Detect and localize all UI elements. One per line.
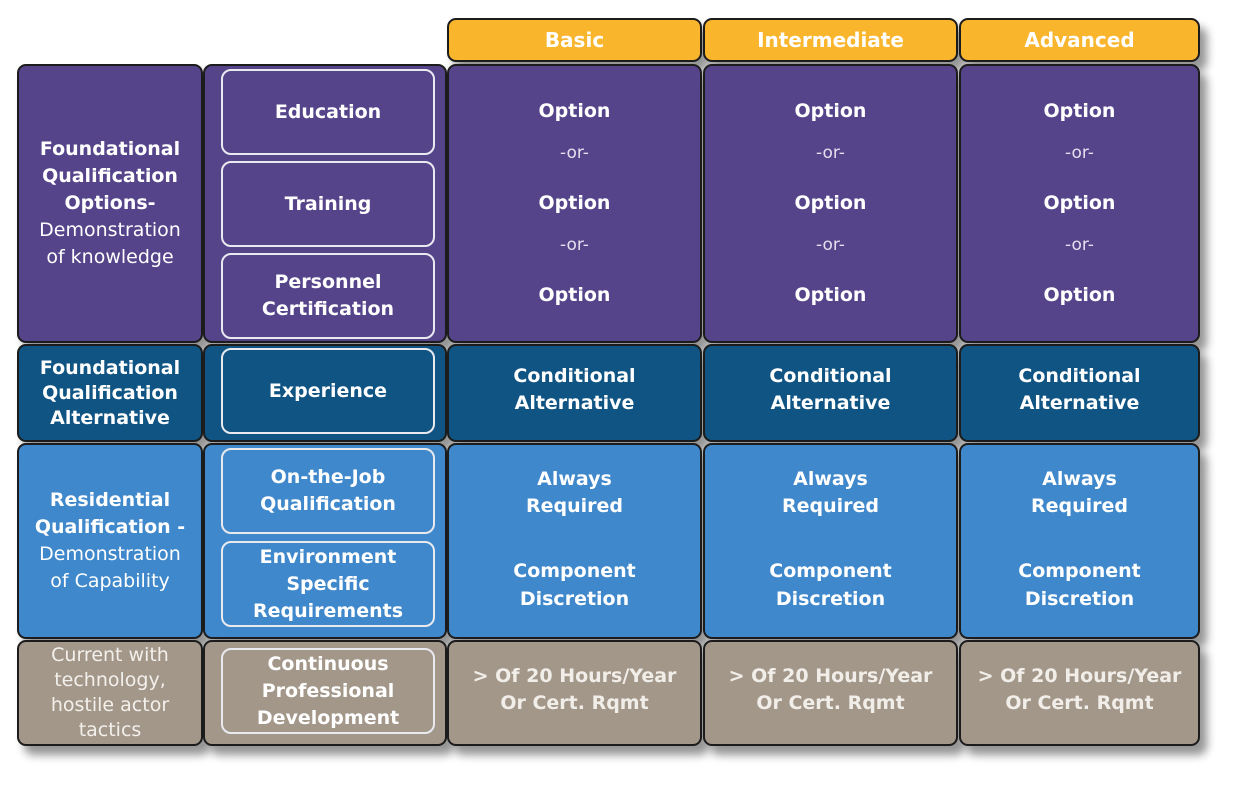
cell-foundational-intermediate: Option -or- Option -or- Option [703,64,958,343]
cell-text: Component [769,560,892,582]
option-text: Option [1043,192,1116,214]
cell-residential-basic: Always Required Component Discretion [447,443,702,639]
category-desc-line: hostile actor [50,694,170,716]
category-current: Current with technology, hostile actor t… [17,640,203,746]
category-foundational-options: Foundational Qualification Options- Demo… [17,64,203,343]
cell-text: > Of 20 Hours/Year [472,665,677,687]
sub-items-foundational: Education Training Personnel Certificati… [203,64,447,343]
sub-items-residential: On-the-Job Qualification Environment Spe… [203,443,447,639]
category-title-line: Options- [64,192,156,214]
level-header-basic: Basic [447,18,702,62]
category-title-line: Qualification [42,381,178,404]
cell-text: Always [793,468,868,490]
option-text: Option [794,192,867,214]
category-title-line: Residential [49,489,171,511]
category-title-line: Foundational [39,356,181,379]
cell-text: Required [525,495,623,517]
cell-text: Discretion [1024,588,1135,610]
cell-text: Conditional [769,365,892,387]
cell-text: Discretion [775,588,886,610]
cell-text: Discretion [519,588,630,610]
cell-text: Component [513,560,636,582]
or-text: -or- [560,143,589,163]
cell-current-basic: > Of 20 Hours/Year Or Cert. Rqmt [447,640,702,746]
sub-item-on-the-job-qualification: On-the-Job Qualification [221,448,435,534]
cell-current-intermediate: > Of 20 Hours/Year Or Cert. Rqmt [703,640,958,746]
cell-text: Alternative [1019,392,1140,414]
option-text: Option [1043,100,1116,122]
category-title-line: Foundational [39,138,181,160]
cell-text: Alternative [514,392,635,414]
cell-text: Conditional [513,365,636,387]
category-title-line: Qualification [42,165,178,187]
cell-text: > Of 20 Hours/Year [977,665,1182,687]
category-desc-line: technology, [54,669,166,691]
or-text: -or- [1065,143,1094,163]
category-foundational-alternative: Foundational Qualification Alternative [17,344,203,442]
cell-text: Required [1030,495,1128,517]
option-text: Option [538,100,611,122]
cell-text: Component [1018,560,1141,582]
sub-item-personnel-certification: Personnel Certification [221,253,435,339]
category-desc-line: tactics [78,719,142,741]
category-title-line: Qualification - [34,516,186,538]
cell-text: Conditional [1018,365,1141,387]
cell-text: Always [1042,468,1117,490]
cell-text: Or Cert. Rqmt [500,692,649,714]
level-header-advanced: Advanced [959,18,1200,62]
or-text: -or- [816,143,845,163]
option-text: Option [538,284,611,306]
sub-item-environment-specific-requirements: Environment Specific Requirements [221,541,435,627]
sub-item-training: Training [221,161,435,247]
category-desc-line: Demonstration [39,219,181,241]
cell-alternative-basic: Conditional Alternative [447,344,702,442]
option-text: Option [1043,284,1116,306]
cell-text: Or Cert. Rqmt [756,692,905,714]
option-text: Option [794,100,867,122]
or-text: -or- [816,235,845,255]
cell-text: Always [537,468,612,490]
category-desc-line: of knowledge [46,246,174,268]
category-residential: Residential Qualification - Demonstratio… [17,443,203,639]
cell-foundational-advanced: Option -or- Option -or- Option [959,64,1200,343]
cell-current-advanced: > Of 20 Hours/Year Or Cert. Rqmt [959,640,1200,746]
cell-alternative-advanced: Conditional Alternative [959,344,1200,442]
option-text: Option [794,284,867,306]
sub-item-continuous-professional-development: Continuous Professional Development [221,648,435,734]
level-header-intermediate: Intermediate [703,18,958,62]
category-desc-line: Demonstration [39,543,181,565]
cell-residential-intermediate: Always Required Component Discretion [703,443,958,639]
option-text: Option [538,192,611,214]
or-text: -or- [1065,235,1094,255]
cell-foundational-basic: Option -or- Option -or- Option [447,64,702,343]
category-desc-line: of Capability [50,570,170,592]
cell-text: Alternative [770,392,891,414]
cell-residential-advanced: Always Required Component Discretion [959,443,1200,639]
sub-items-alternative: Experience [203,344,447,442]
sub-item-education: Education [221,69,435,155]
sub-items-current: Continuous Professional Development [203,640,447,746]
sub-item-experience: Experience [221,348,435,434]
cell-alternative-intermediate: Conditional Alternative [703,344,958,442]
category-title-line: Alternative [50,406,170,429]
cell-text: > Of 20 Hours/Year [728,665,933,687]
or-text: -or- [560,235,589,255]
cell-text: Required [781,495,879,517]
cell-text: Or Cert. Rqmt [1005,692,1154,714]
category-desc-line: Current with [51,644,169,666]
